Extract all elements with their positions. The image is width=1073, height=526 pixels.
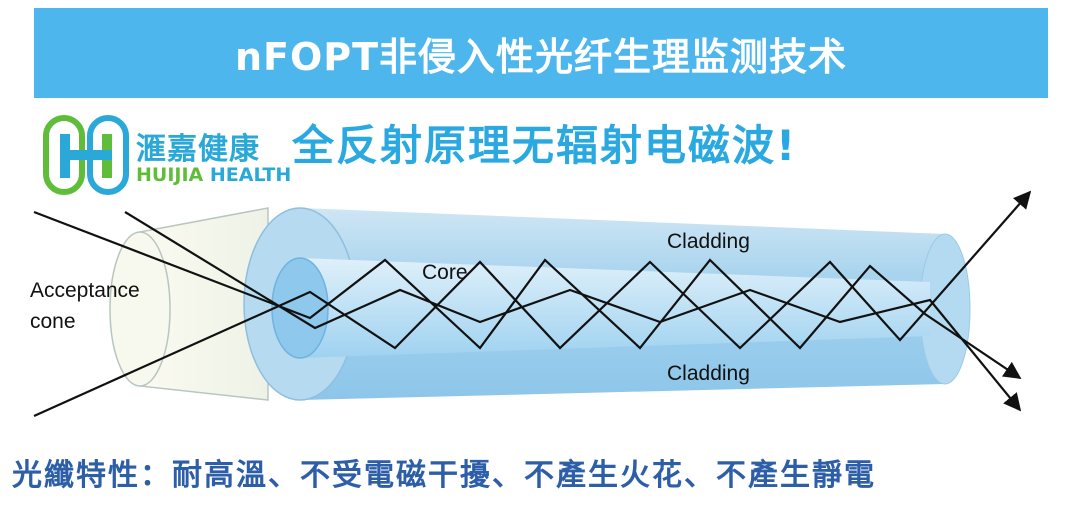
acceptance-cone-label-line2: cone [30, 310, 76, 333]
logo-name-en-part1: HUIJIA [136, 164, 204, 186]
huijia-logo: 滙嘉健康 HUIJIA HEALTH [40, 112, 291, 198]
headline: 全反射原理无辐射电磁波! [292, 121, 798, 170]
banner-title: nFOPT非侵入性光纤生理监测技术 [234, 34, 848, 79]
cladding-bottom-label: Cladding [667, 362, 750, 385]
fiber-features-text: 光纖特性：耐高溫、不受電磁干擾、不產生火花、不產生靜電 [12, 458, 876, 493]
light-ray-1 [33, 210, 1022, 379]
acceptance-cone-base [109, 231, 171, 387]
acceptance-cone-label-line1: Acceptance [30, 279, 140, 302]
logo-name-cn: 滙嘉健康 [136, 132, 260, 167]
logo-mark-icon [43, 115, 129, 195]
core [300, 258, 930, 358]
core-label: Core [422, 261, 468, 284]
logo-name-en: HUIJIA HEALTH [136, 164, 291, 186]
title-banner: nFOPT非侵入性光纤生理监测技术 [34, 8, 1048, 98]
logo-name-en-part2: HEALTH [209, 164, 292, 186]
fiber-diagram: Acceptance cone Core Cladding Cladding [30, 190, 1032, 418]
light-ray-3 [124, 211, 1022, 412]
cladding-top-label: Cladding [667, 230, 750, 253]
light-ray-2 [33, 190, 1032, 418]
